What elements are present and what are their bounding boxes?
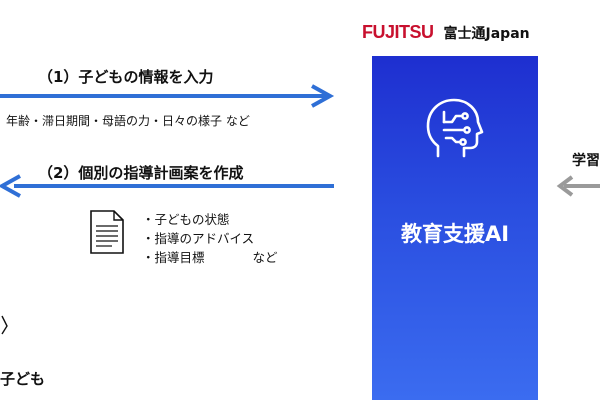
fujitsu-logo: FUJITSU 富士通Japan <box>362 22 530 43</box>
step1-label: （1）子どもの情報を入力 <box>38 68 214 86</box>
education-ai-box <box>372 56 538 400</box>
child-label: 子ども <box>0 370 46 388</box>
plan-item-text: ・指導目標 <box>142 250 205 265</box>
child-figure-icon <box>1 315 8 335</box>
document-icon <box>90 210 124 254</box>
ai-box-title: 教育支援AI <box>400 222 510 246</box>
plan-item: ・子どもの状態 <box>142 212 230 227</box>
plan-item: ・指導目標 など <box>142 248 278 267</box>
step1-detail: 年齢・滞日期間・母語の力・日々の様子 など <box>6 114 250 128</box>
step2-label: （2）個別の指導計画案を作成 <box>38 164 244 182</box>
input-arrow-right <box>0 84 335 108</box>
company-name: 富士通Japan <box>443 25 530 42</box>
plan-items-suffix: など <box>252 250 278 265</box>
incoming-arrow-left <box>556 175 600 197</box>
plan-items-list: ・子どもの状態 ・指導のアドバイス ・指導目標 など <box>142 210 278 267</box>
ai-head-circuit-icon <box>426 98 484 158</box>
fujitsu-wordmark: FUJITSU <box>362 22 434 42</box>
right-partial-label: 学習 <box>572 153 600 169</box>
plan-item: ・指導のアドバイス <box>142 231 255 246</box>
output-arrow-left <box>0 174 334 198</box>
